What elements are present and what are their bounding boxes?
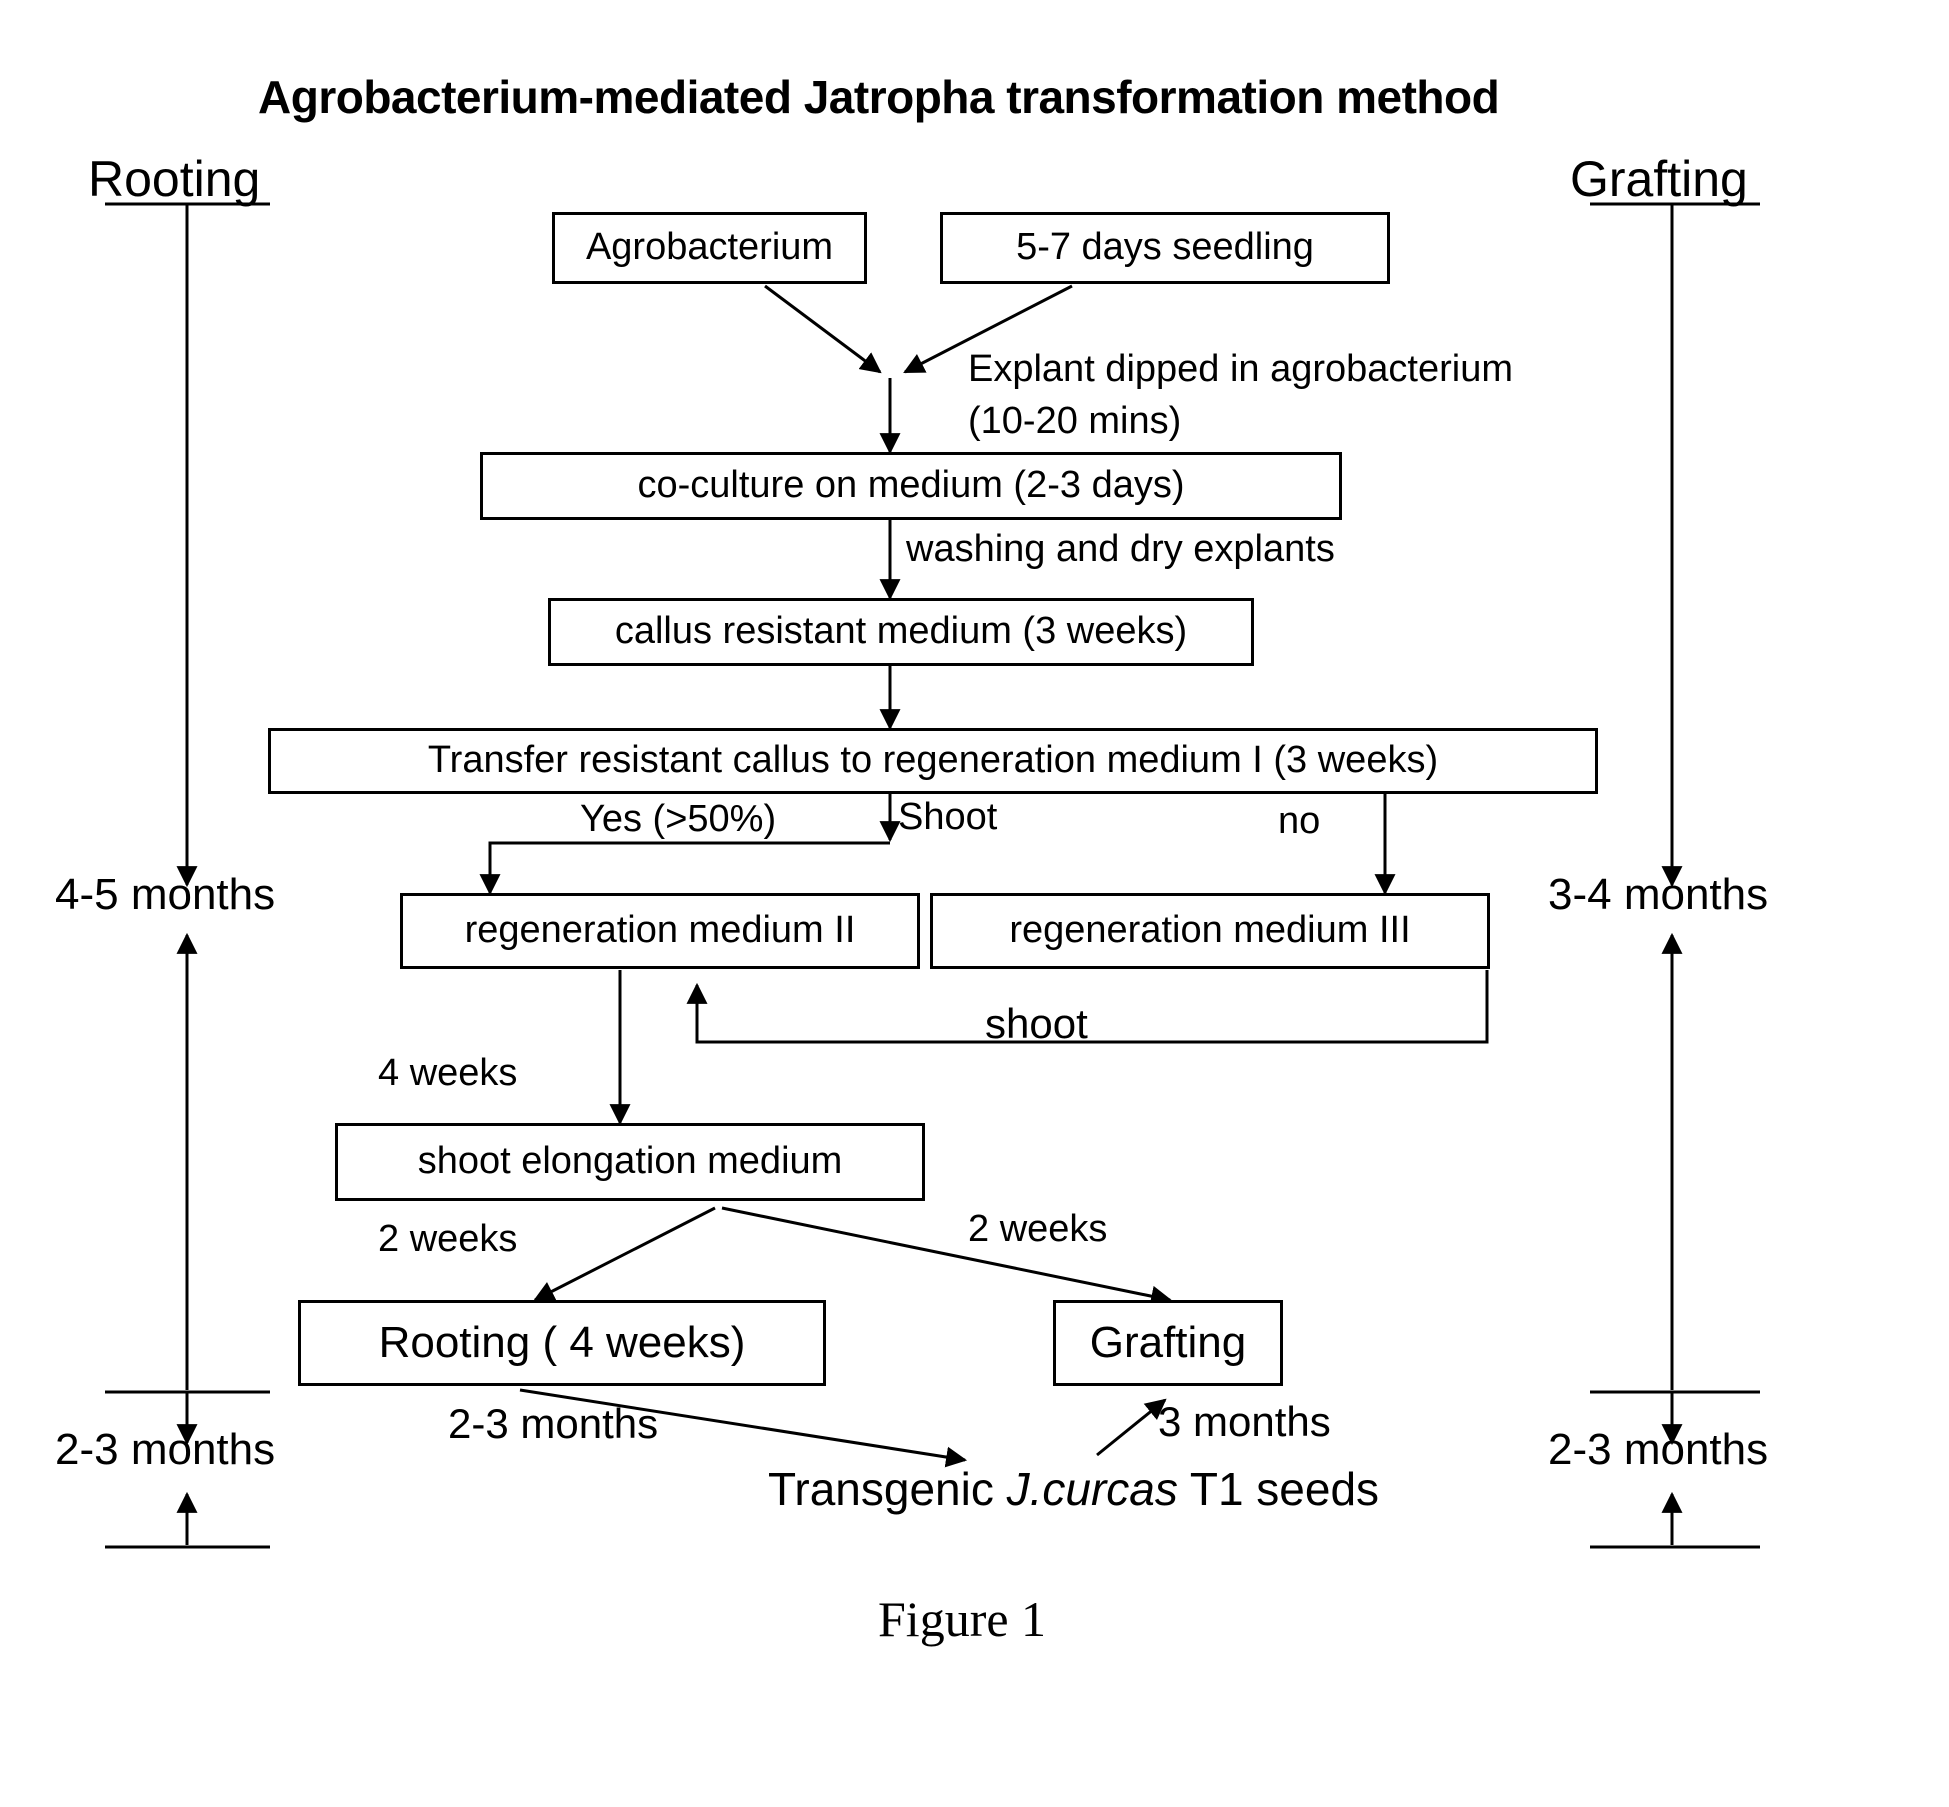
edge-label-grafting-months: 3 months (1158, 1398, 1331, 1445)
node-seedling[interactable]: 5-7 days seedling (940, 212, 1390, 284)
edge-label-two-weeks-right: 2 weeks (968, 1208, 1108, 1250)
edge-regen3-back-to-regen2 (686, 970, 1489, 1044)
node-shoot-elongation[interactable]: shoot elongation medium (335, 1123, 925, 1201)
outcome-prefix: Transgenic (768, 1463, 1007, 1515)
edge-label-yes: Yes (>50%) (580, 798, 777, 840)
right-column-heading: Grafting (1570, 151, 1748, 207)
edge-label-dip-line2: (10-20 mins) (968, 400, 1182, 442)
edge-label-no: no (1278, 800, 1321, 842)
node-agrobacterium[interactable]: Agrobacterium (552, 212, 867, 284)
edge-elongation-to-rooting (533, 1206, 716, 1302)
node-regeneration-medium-3[interactable]: regeneration medium III (930, 893, 1490, 969)
edge-grafting-to-seeds (1096, 1398, 1167, 1457)
node-regeneration-medium-2[interactable]: regeneration medium II (400, 893, 920, 969)
node-callus-resistant[interactable]: callus resistant medium (3 weeks) (548, 598, 1254, 666)
figure-caption: Figure 1 (878, 1591, 1047, 1647)
outcome-suffix: T1 seeds (1177, 1463, 1380, 1515)
figure-title: Agrobacterium-mediated Jatropha transfor… (258, 71, 1500, 123)
node-coculture[interactable]: co-culture on medium (2-3 days) (480, 452, 1342, 520)
node-transfer-regeneration[interactable]: Transfer resistant callus to regeneratio… (268, 728, 1598, 794)
edge-no-branch (1090, 788, 1396, 896)
outcome-text: Transgenic J.curcas T1 seeds (768, 1462, 1379, 1516)
edge-label-washing: washing and dry explants (906, 528, 1335, 570)
edge-yes-branch (479, 841, 890, 896)
edge-label-four-weeks: 4 weeks (378, 1052, 518, 1094)
edge-label-two-weeks-left: 2 weeks (378, 1218, 518, 1260)
right-span-label-1: 3-4 months (1548, 870, 1769, 919)
node-rooting[interactable]: Rooting ( 4 weeks) (298, 1300, 826, 1386)
left-column-heading: Rooting (88, 151, 261, 207)
outcome-species: J.curcas (1006, 1463, 1178, 1515)
left-span-label-1: 4-5 months (55, 870, 276, 919)
node-grafting[interactable]: Grafting (1053, 1300, 1283, 1386)
edge-label-dip-line1: Explant dipped in agrobacterium (968, 348, 1514, 390)
edge-label-shoot-back: shoot (985, 1000, 1088, 1047)
edge-agro-to-junction (764, 284, 882, 374)
edge-label-shoot-branch: Shoot (898, 796, 998, 838)
edge-label-rooting-months: 2-3 months (448, 1400, 659, 1447)
left-span-label-2: 2-3 months (55, 1425, 276, 1474)
right-span-label-2: 2-3 months (1548, 1425, 1769, 1474)
